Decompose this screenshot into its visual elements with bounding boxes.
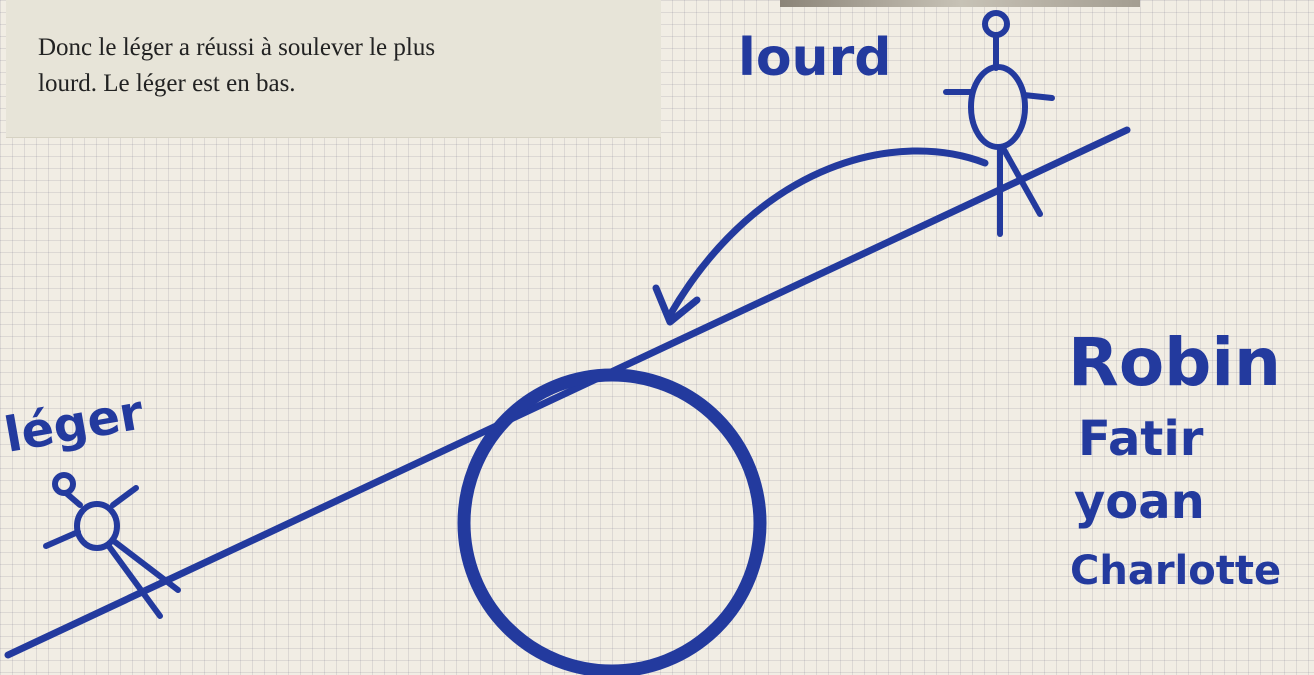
caption-line-1: Donc le léger a réussi à soulever le plu… [38,34,436,61]
heavy-person-figure [943,10,1055,237]
caption-box: Donc le léger a réussi à soulever le plu… [6,0,661,138]
light-person-figure [43,472,181,619]
fulcrum-circle [457,368,767,675]
label-light: léger [0,384,148,463]
names-list: Robin Fatir yoan Charlotte [1068,324,1281,594]
name-item: Charlotte [1070,548,1281,594]
arrow-head [652,284,701,326]
label-heavy: lourd [738,28,891,88]
name-item: yoan [1074,474,1205,530]
caption-text: Donc le léger a réussi à soulever le plu… [38,30,638,102]
name-item: Fatir [1078,411,1204,467]
movement-arrow [666,147,989,319]
seesaw-plank [4,126,1131,659]
name-item: Robin [1068,324,1281,401]
photo-edge [780,0,1140,7]
caption-line-2: lourd. Le léger est en bas. [38,70,296,97]
